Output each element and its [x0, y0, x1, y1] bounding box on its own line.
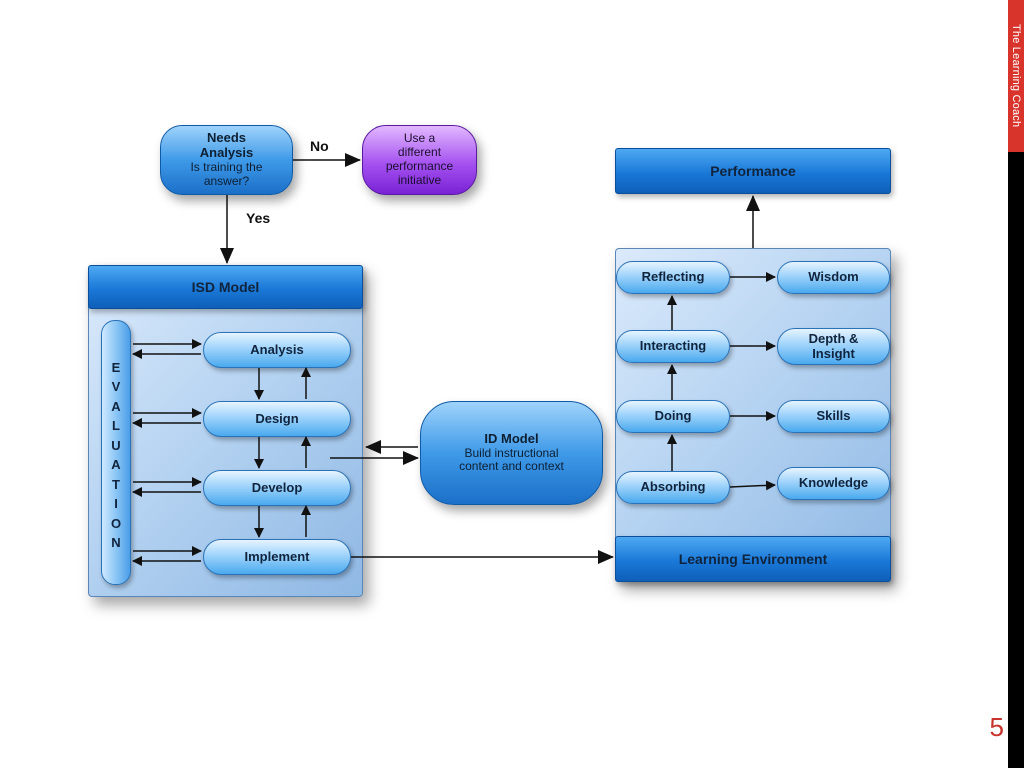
- evaluation-letter: N: [111, 534, 121, 550]
- learning-environment-header: Learning Environment: [615, 536, 891, 582]
- evaluation-letter: A: [111, 457, 121, 473]
- id-model-line2: content and context: [459, 459, 564, 474]
- isd-model-header: ISD Model: [88, 265, 363, 309]
- evaluation-letter: E: [111, 360, 121, 375]
- wisdom-label: Wisdom: [808, 269, 859, 285]
- interacting-node: Interacting: [616, 330, 730, 363]
- doing-node: Doing: [616, 400, 730, 433]
- performance-title: Performance: [710, 163, 796, 179]
- alternative-line2: different: [397, 145, 442, 160]
- interacting-label: Interacting: [639, 338, 707, 354]
- needs-title-line1: Needs: [206, 130, 247, 146]
- id-model-title: ID Model: [484, 430, 539, 446]
- evaluation-letter: I: [114, 496, 118, 512]
- reflecting-label: Reflecting: [641, 269, 705, 285]
- skills-node: Skills: [777, 400, 890, 433]
- skills-label: Skills: [816, 408, 851, 424]
- depth-label-line2: Insight: [812, 345, 855, 361]
- knowledge-label: Knowledge: [798, 475, 869, 491]
- develop-label: Develop: [251, 479, 303, 495]
- evaluation-letter: V: [111, 379, 121, 395]
- alternative-line1: Use a: [403, 131, 436, 146]
- alternative-line3: performance: [385, 159, 454, 173]
- id-model-node: ID Model Build instructional content and…: [420, 401, 603, 505]
- analysis-label: Analysis: [250, 341, 304, 357]
- alternative-initiative-node: Use a different performance initiative: [362, 125, 477, 195]
- depth-insight-node: Depth & Insight: [777, 328, 890, 365]
- learning-environment-title: Learning Environment: [678, 551, 828, 567]
- design-label: Design: [255, 410, 299, 426]
- edge-label-no: No: [310, 138, 329, 154]
- knowledge-node: Knowledge: [777, 467, 890, 500]
- needs-sub-line1: Is training the: [190, 160, 263, 175]
- absorbing-node: Absorbing: [616, 471, 730, 504]
- id-model-line1: Build instructional: [464, 445, 559, 460]
- needs-title-line2: Analysis: [199, 145, 254, 161]
- evaluation-letter: A: [111, 398, 121, 414]
- develop-node: Develop: [203, 470, 351, 506]
- isd-model-title: ISD Model: [191, 279, 260, 295]
- edge-label-yes: Yes: [246, 210, 271, 226]
- analysis-node: Analysis: [203, 332, 351, 368]
- evaluation-letter: T: [112, 476, 120, 492]
- implement-node: Implement: [203, 539, 351, 575]
- implement-label: Implement: [244, 548, 310, 564]
- design-node: Design: [203, 401, 351, 437]
- page-number: 5: [989, 712, 1004, 742]
- evaluation-letter: U: [111, 437, 121, 453]
- evaluation-letters: E V A L U A T I O N: [101, 360, 131, 550]
- sidebar-tab-label: The Learning Coach: [1010, 24, 1022, 128]
- evaluation-letter: L: [112, 418, 120, 434]
- wisdom-node: Wisdom: [777, 261, 890, 294]
- performance-header: Performance: [615, 148, 891, 194]
- alternative-line4: initiative: [397, 172, 442, 187]
- needs-sub-line2: answer?: [203, 173, 250, 188]
- absorbing-label: Absorbing: [640, 479, 706, 495]
- sidebar-tab: The Learning Coach: [1008, 0, 1024, 152]
- doing-label: Doing: [654, 408, 692, 424]
- evaluation-letter: O: [110, 515, 122, 531]
- evaluation-bar: [101, 320, 131, 585]
- reflecting-node: Reflecting: [616, 261, 730, 294]
- depth-label-line1: Depth &: [808, 331, 859, 347]
- sidebar-strip: [1008, 0, 1024, 768]
- needs-analysis-node: Needs Analysis Is training the answer?: [160, 125, 293, 195]
